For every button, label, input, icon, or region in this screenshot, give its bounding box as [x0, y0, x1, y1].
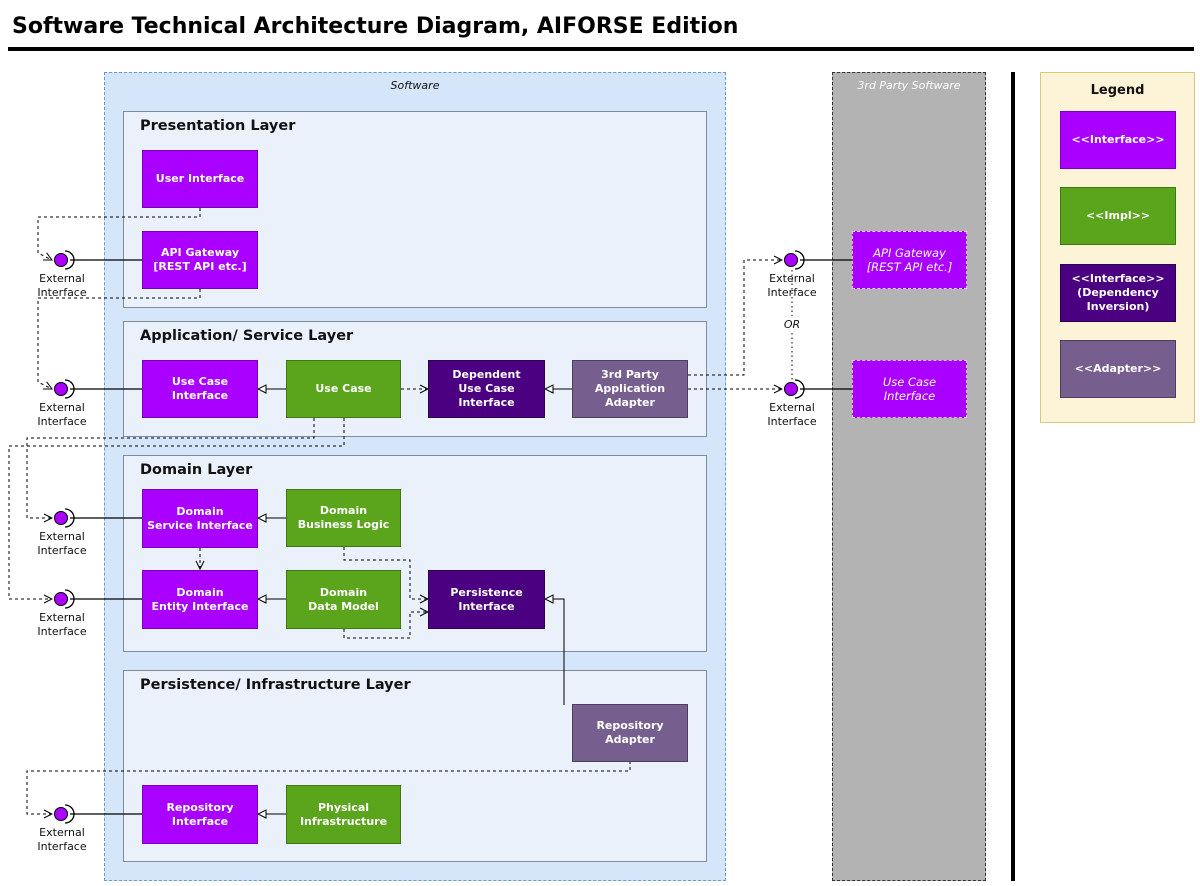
dependency-lines: [8, 208, 782, 814]
ext-iface-ball-5: [54, 807, 68, 821]
ext-iface-ball-6: [784, 253, 798, 267]
legend-adapter-swatch: <<Adapter>>: [1060, 340, 1176, 398]
physical-infrastructure-box: Physical Infrastructure: [286, 785, 401, 844]
persistence-interface-box: Persistence Interface: [428, 570, 545, 629]
realization-arrows: [258, 389, 572, 814]
presentation-layer-title: Presentation Layer: [140, 118, 296, 134]
external-interface-label-1: External Interface: [37, 272, 87, 299]
third-party-adapter-box: 3rd Party Application Adapter: [572, 360, 688, 418]
third-party-api-gateway-box: API Gateway [REST API etc.]: [852, 231, 967, 289]
separator-line: [1011, 72, 1015, 881]
interface-sockets: [64, 250, 805, 824]
legend-dependency-inversion-swatch: <<Interface>> (Dependency Inversion): [1060, 264, 1176, 322]
ext-iface-ball-3: [54, 511, 68, 525]
software-container-label: Software: [390, 79, 440, 92]
external-interface-label-6: External Interface: [767, 272, 817, 299]
dependent-use-case-interface-box: Dependent Use Case Interface: [428, 360, 545, 418]
title-rule: [8, 47, 1194, 51]
application-layer-title: Application/ Service Layer: [140, 328, 354, 344]
ext-iface-ball-1: [54, 253, 68, 267]
domain-data-model-box: Domain Data Model: [286, 570, 401, 629]
external-interface-label-5: External Interface: [37, 826, 87, 853]
or-label: OR: [783, 318, 801, 331]
domain-business-logic-box: Domain Business Logic: [286, 489, 401, 547]
third-party-use-case-interface-box: Use Case Interface: [852, 360, 967, 418]
repository-interface-box: Repository Interface: [142, 785, 258, 844]
user-interface-box: User Interface: [142, 150, 258, 208]
interface-lines: [70, 259, 852, 815]
use-case-box: Use Case: [286, 360, 401, 418]
legend-title: Legend: [1090, 83, 1145, 98]
domain-entity-interface-box: Domain Entity Interface: [142, 570, 258, 629]
interface-balls: [54, 253, 798, 821]
persistence-layer-title: Persistence/ Infrastructure Layer: [140, 677, 411, 693]
ext-iface-ball-2: [54, 382, 68, 396]
repository-adapter-box: Repository Adapter: [572, 704, 688, 762]
use-case-interface-box: Use Case Interface: [142, 360, 258, 418]
external-interface-label-3: External Interface: [37, 530, 87, 557]
third-party-container-label: 3rd Party Software: [857, 79, 961, 92]
ext-iface-ball-4: [54, 592, 68, 606]
external-interface-label-4: External Interface: [37, 611, 87, 638]
external-interface-label-7: External Interface: [767, 401, 817, 428]
diagram-title: Software Technical Architecture Diagram,…: [12, 14, 739, 39]
ext-iface-ball-7: [784, 382, 798, 396]
external-interface-label-2: External Interface: [37, 401, 87, 428]
legend-interface-swatch: <<Interface>>: [1060, 111, 1176, 169]
legend-impl-swatch: <<Impl>>: [1060, 187, 1176, 245]
api-gateway-box: API Gateway [REST API etc.]: [142, 231, 258, 289]
domain-layer-title: Domain Layer: [140, 462, 253, 478]
domain-service-interface-box: Domain Service Interface: [142, 489, 258, 548]
third-party-container: [832, 72, 986, 881]
